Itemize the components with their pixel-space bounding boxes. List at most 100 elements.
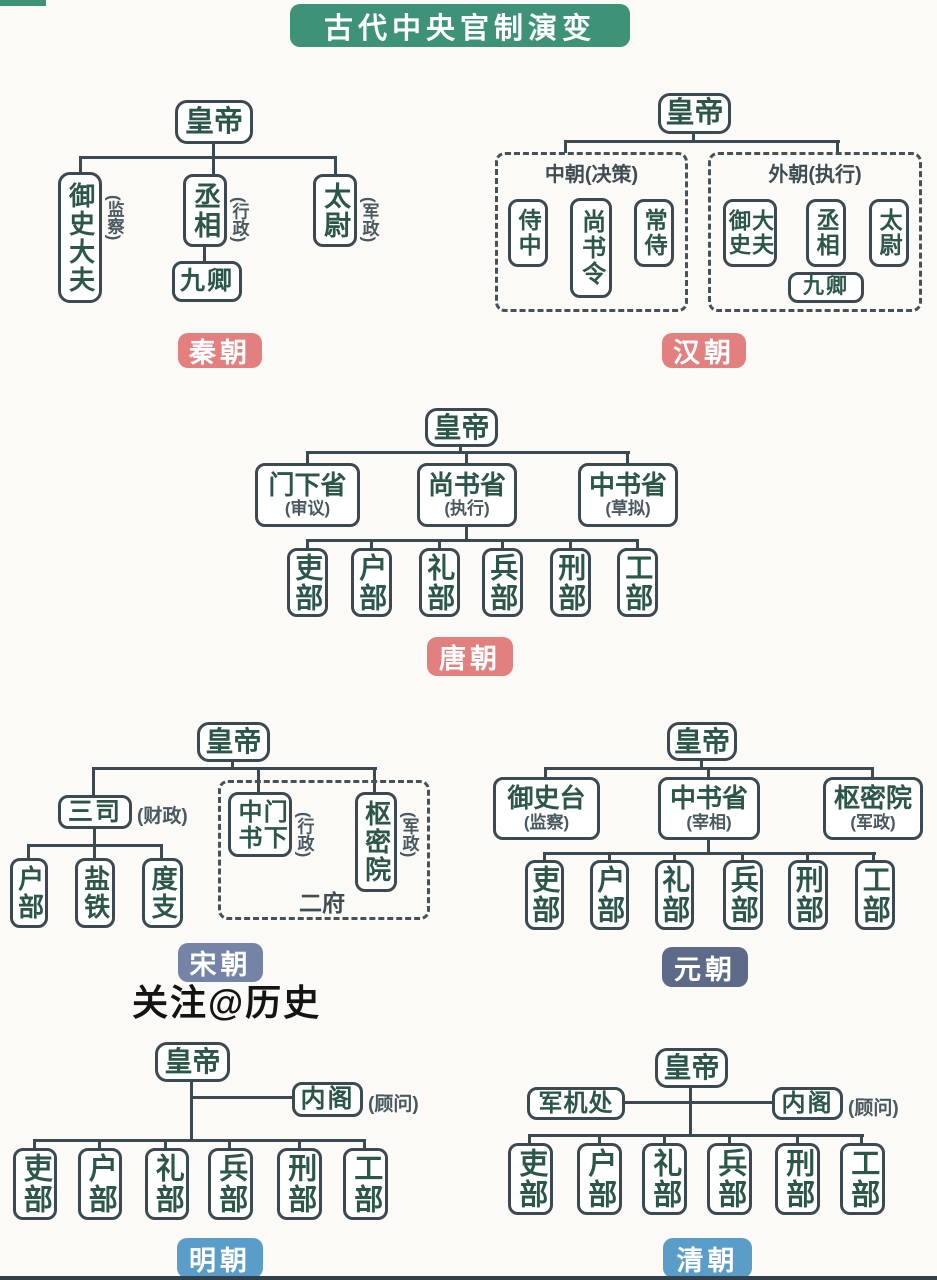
connector-line [363,1139,366,1149]
connector-line [741,852,744,861]
song-department-box: 度支 [142,858,183,928]
song-sansi-box: 三司 [58,795,132,829]
connector-line [93,844,96,859]
connector-line [871,767,874,778]
connector-line [543,852,546,861]
tang-menxiasheng-note: (审议) [284,499,331,519]
qing-ministry-box: 礼部 [642,1143,687,1215]
qin-chancellor-note: (行政) [229,197,249,243]
han-outer-court-group [708,152,922,312]
qing-ministry-box: 工部 [840,1143,885,1215]
tang-emperor-box: 皇帝 [425,408,498,447]
tang-ministry-box: 刑部 [550,548,591,617]
connector-line [34,1139,366,1142]
yuan-yushitai-box: 御史台 (监察) [493,777,600,840]
bottom-edge-line [0,1276,937,1280]
song-erfu-label: 二府 [299,890,345,916]
ming-ministry-box: 户部 [78,1148,122,1220]
qing-ministry-box: 吏部 [508,1143,553,1215]
page-title: 古代中央官制演变 [290,4,630,47]
tang-ministry-box: 吏部 [287,548,328,617]
era-badge-han: 汉朝 [662,333,746,368]
qing-neige-box: 内阁 [772,1087,843,1120]
connector-line [625,1101,772,1104]
connector-line [228,1139,231,1149]
qing-neige-note: (顾问) [848,1098,899,1119]
connector-line [692,133,695,142]
connector-line [164,1139,167,1149]
song-erfu-group [218,780,430,920]
yuan-ministry-box: 兵部 [723,860,763,930]
qing-ministry-box: 户部 [577,1143,622,1215]
connector-line [598,1134,601,1143]
han-grand-commandant-box: 太尉 [869,199,909,267]
song-zhongshumenxia-box: 中书 门下 [228,792,292,857]
ming-neige-box: 内阁 [292,1082,363,1117]
connector-line [806,852,809,861]
tang-ministry-box: 礼部 [419,548,460,617]
era-badge-song: 宋朝 [178,943,263,982]
qin-grand-commandant-note: (军政) [359,197,379,243]
connector-line [707,767,710,778]
connector-line [203,246,206,262]
connector-line [636,539,639,549]
connector-line [298,1139,301,1149]
corner-artifact-mark [0,0,46,6]
ming-ministry-box: 刑部 [277,1148,322,1220]
tang-ministry-box: 兵部 [482,548,523,617]
connector-line [306,451,630,454]
tang-ministry-box: 户部 [351,548,392,617]
connector-line [569,539,572,549]
han-outer-court-title: 外朝(执行) [768,164,862,186]
connector-line [673,852,676,861]
tang-zhongshusheng-box: 中书省 (草拟) [578,463,678,527]
connector-line [872,852,875,861]
han-chancellor-box: 丞相 [806,199,846,267]
connector-line [465,526,468,541]
han-changshi-box: 常侍 [634,199,674,267]
han-emperor-box: 皇帝 [658,93,731,134]
qing-ministry-box: 刑部 [775,1143,820,1215]
song-zhongshumenxia-note: (行政) [294,812,314,858]
connector-line [160,844,163,859]
yuan-ministry-box: 礼部 [655,860,694,930]
connector-line [564,140,567,153]
yuan-ministry-box: 户部 [590,860,629,930]
ming-ministry-box: 吏部 [13,1148,57,1220]
connector-line [306,539,309,549]
connector-line [501,539,504,549]
connector-line [438,539,441,549]
yuan-zhongshusheng-box: 中书省 (宰相) [658,777,760,840]
connector-line [626,451,629,464]
tang-shangshusheng-note: (执行) [444,499,490,519]
connector-line [608,852,611,861]
connector-line [306,539,639,542]
tang-ministry-box: 工部 [617,548,658,617]
han-inner-court-title: 中朝(决策) [544,164,639,186]
connector-line [836,140,839,153]
connector-line [79,156,337,159]
qing-emperor-box: 皇帝 [655,1048,728,1088]
yuan-yushitai-note: (监察) [523,812,570,832]
song-emperor-box: 皇帝 [197,722,270,762]
ming-ministry-box: 工部 [343,1148,388,1220]
song-department-box: 盐铁 [75,858,115,928]
song-shumiyuan-box: 枢密院 [355,792,397,892]
connector-line [528,1134,531,1143]
connector-line [564,140,840,143]
qing-ministry-box: 兵部 [707,1143,752,1215]
qin-grand-commandant-box: 太尉 [313,174,357,247]
connector-line [231,761,234,769]
era-badge-qin: 秦朝 [178,333,262,368]
yuan-zhongshusheng-note: (宰相) [686,812,732,832]
qin-censor-box: 御史大夫 [58,172,102,303]
ming-ministry-box: 兵部 [208,1148,253,1220]
connector-line [92,767,95,796]
connector-line [459,446,462,454]
ming-emperor-box: 皇帝 [155,1042,230,1082]
qin-emperor-box: 皇帝 [175,100,253,144]
han-inner-court-group [495,152,688,312]
han-shangshuling-box: 尚书令 [570,198,612,298]
connector-line [707,839,710,854]
connector-line [212,143,215,175]
